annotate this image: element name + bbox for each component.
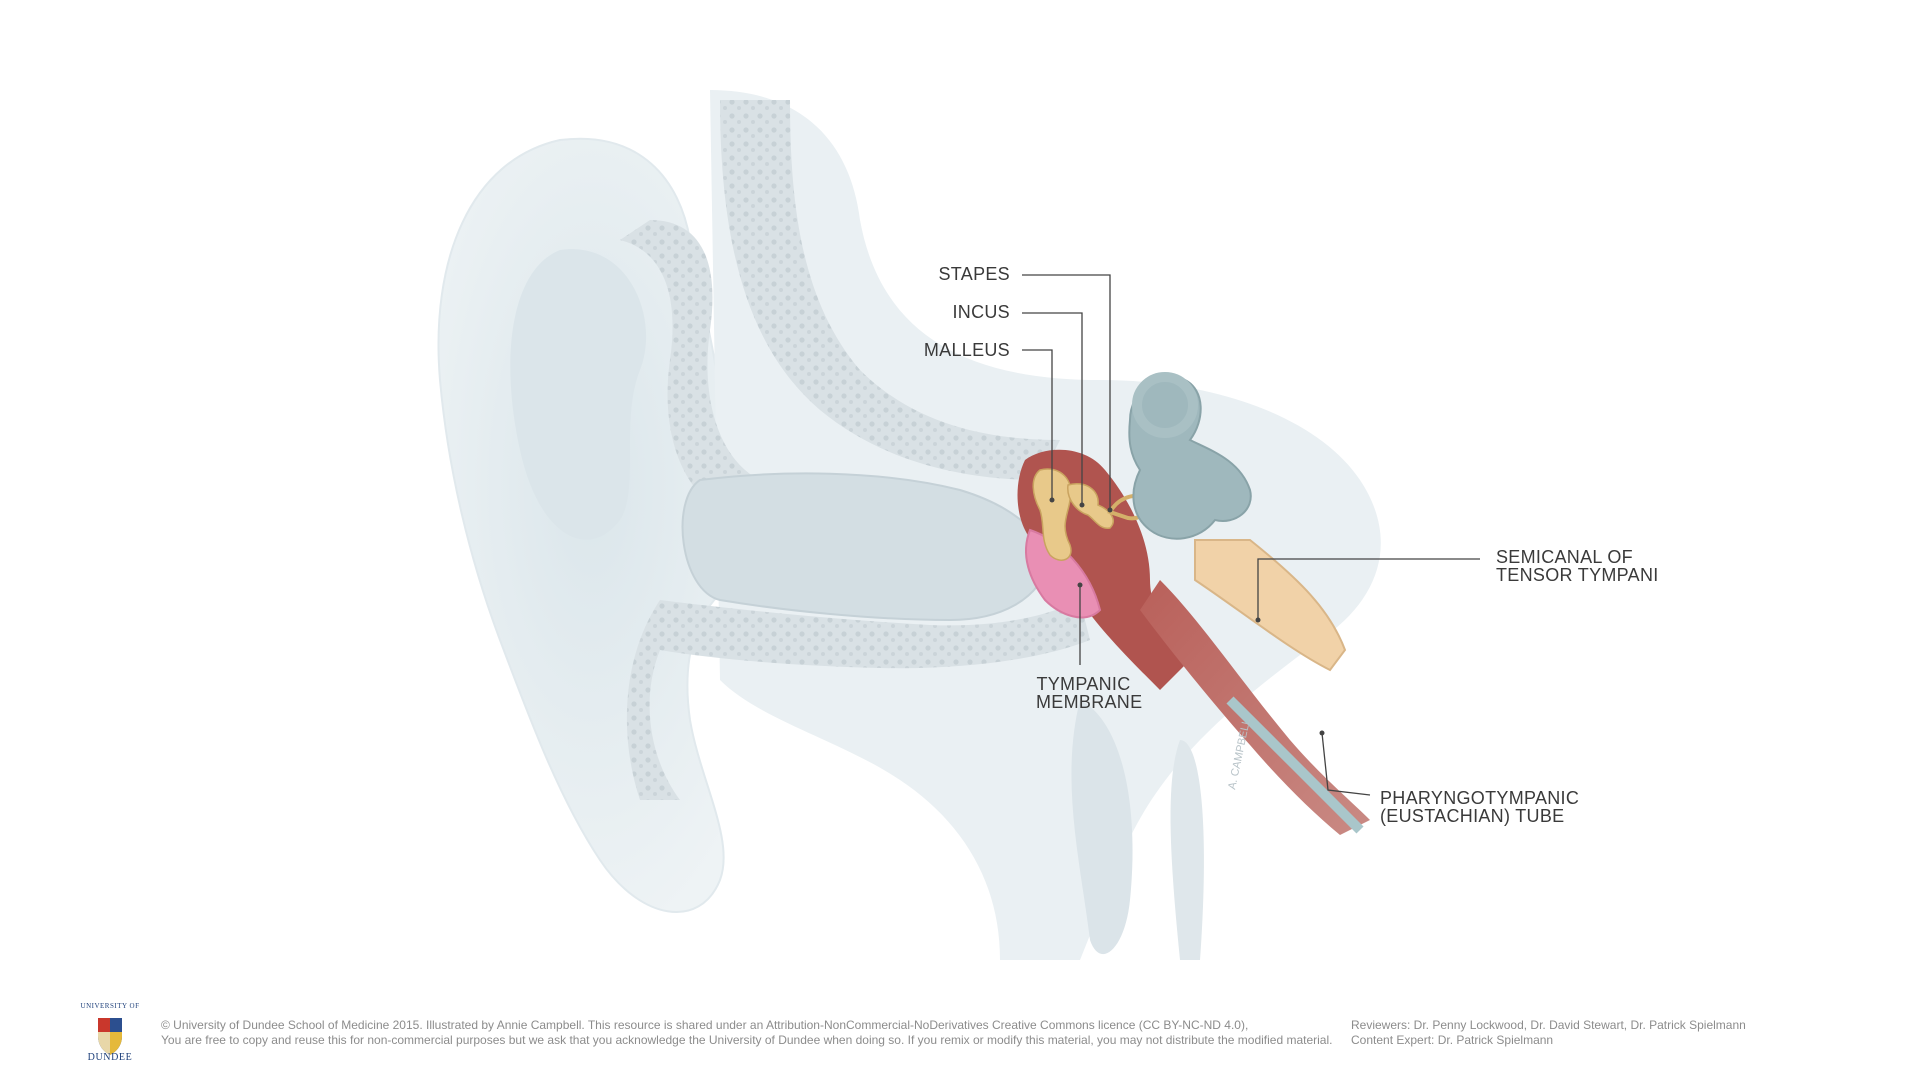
reviewers: Reviewers: Dr. Penny Lockwood, Dr. David… (1351, 1018, 1746, 1032)
incus-leader (1022, 312, 1083, 505)
leader-lines (1022, 274, 1480, 796)
pharyngo-leader (1321, 732, 1371, 796)
artist-signature: A. CAMPBELL (1226, 718, 1253, 791)
university-logo: UNIVERSITY OF DUNDEE (70, 1000, 150, 1070)
label-pharyngo-line2: (EUSTACHIAN) TUBE (1380, 806, 1565, 826)
copyright-notice: © University of Dundee School of Medicin… (161, 1018, 1332, 1048)
label-tympanic-line2: MEMBRANE (1036, 692, 1143, 712)
label-tympanic-membrane: TYMPANIC MEMBRANE (1036, 674, 1143, 712)
pharyngotympanic-tube (1140, 580, 1370, 835)
copyright-line1: © University of Dundee School of Medicin… (161, 1018, 1249, 1032)
semicanal-leader (1257, 558, 1480, 620)
label-semicanal-line1: SEMICANAL OF (1496, 547, 1633, 567)
credits: Reviewers: Dr. Penny Lockwood, Dr. David… (1351, 1018, 1746, 1048)
malleus-leader (1022, 349, 1053, 500)
label-malleus: MALLEUS (923, 340, 1010, 360)
label-pharyngotympanic-tube: PHARYNGOTYMPANIC (EUSTACHIAN) TUBE (1380, 789, 1579, 825)
semicanal-tensor-tympani (1194, 539, 1347, 672)
temporal-bone-lower (626, 600, 1090, 800)
crest-icon (98, 1018, 122, 1055)
temporal-bone-left (620, 220, 760, 520)
stapes-dot (1107, 507, 1113, 513)
auricle-inner-fold (510, 249, 647, 540)
label-stapes: STAPES (938, 264, 1010, 284)
mastoid-process (1071, 700, 1133, 955)
logo-dundee-text: DUNDEE (87, 1052, 133, 1063)
incus-dot (1079, 502, 1085, 508)
tube-outer-wall (1226, 696, 1364, 834)
leader-dots (1049, 497, 1325, 736)
label-tympanic-line1: TYMPANIC (1036, 674, 1131, 694)
external-auditory-canal (681, 472, 1052, 622)
label-semicanal-tensor-tympani: SEMICANAL OF TENSOR TYMPANI (1496, 548, 1659, 584)
semicircular-canal (1132, 372, 1198, 438)
pharyngo-dot (1319, 730, 1325, 736)
copyright-line2: You are free to copy and reuse this for … (161, 1033, 1333, 1047)
label-semicanal-line2: TENSOR TYMPANI (1496, 565, 1659, 585)
semicanal-dot (1255, 617, 1261, 623)
label-pharyngo-line1: PHARYNGOTYMPANIC (1380, 788, 1580, 808)
logo-university-text: UNIVERSITY OF (80, 1002, 140, 1010)
label-incus: INCUS (952, 302, 1010, 322)
incus (1067, 483, 1114, 529)
malleus-dot (1049, 497, 1055, 503)
stapes-leader (1022, 274, 1111, 510)
content-expert: Content Expert: Dr. Patrick Spielmann (1351, 1033, 1554, 1047)
tympanic-dot (1077, 582, 1083, 588)
styloid-process (1170, 740, 1204, 960)
temporal-bone-upper (720, 100, 1060, 480)
